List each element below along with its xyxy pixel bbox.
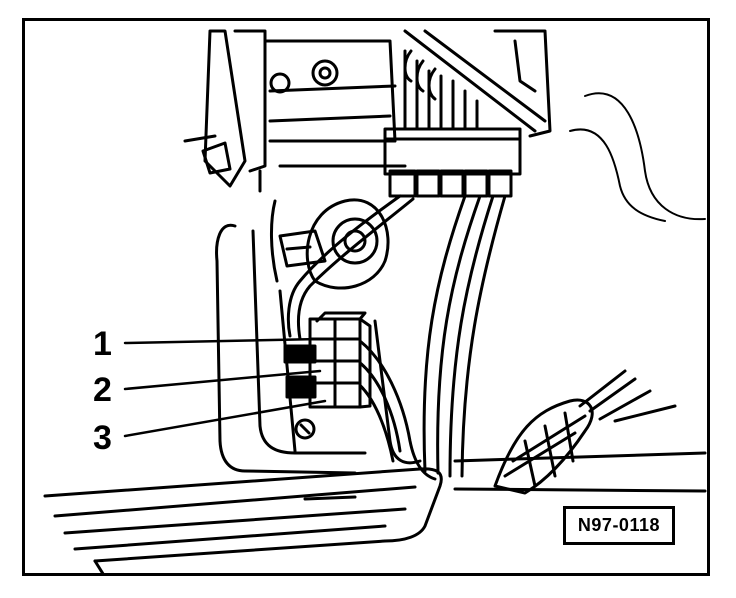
mounting-bracket	[183, 29, 407, 193]
door-pillar	[215, 199, 422, 475]
door-sill	[43, 451, 707, 573]
callout-3: 3	[93, 419, 112, 457]
right-bracket	[403, 29, 552, 138]
relay-connector-block	[383, 49, 522, 198]
trim-contour	[569, 92, 706, 222]
callout-2: 2	[93, 371, 112, 409]
grommet-with-bolt	[278, 198, 390, 290]
wiring-harness	[286, 194, 507, 481]
loose-connector	[493, 369, 677, 495]
multi-pin-plug	[283, 311, 372, 409]
diagram-frame: 1 2 3 N97-0118	[22, 18, 710, 576]
reference-code-label: N97-0118	[562, 506, 675, 545]
callout-1: 1	[93, 325, 112, 363]
diagram-illustration	[43, 29, 707, 573]
callout-leader-lines	[123, 337, 327, 438]
